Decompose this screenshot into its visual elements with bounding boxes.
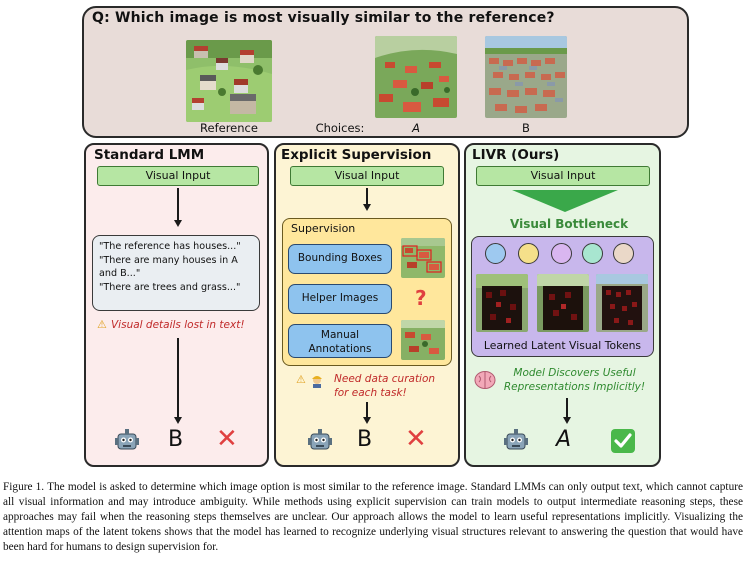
implicit-note: Model Discovers Useful Representations I… — [503, 367, 646, 393]
arrow — [177, 338, 179, 418]
arrow-head — [174, 417, 182, 424]
arrow — [366, 402, 368, 418]
reference-image — [186, 40, 272, 122]
robot-icon — [114, 427, 140, 457]
attention-map — [596, 274, 648, 332]
question-text: Q: Which image is most visually similar … — [92, 10, 555, 26]
choice-a-caption: A — [412, 121, 420, 135]
robot-icon — [307, 427, 333, 457]
attention-map — [537, 274, 589, 332]
figure-caption: Figure 1. The model is asked to determin… — [3, 481, 743, 553]
choice-a-image — [375, 36, 457, 118]
cross-icon: ✕ — [216, 424, 238, 454]
manual-annotations-item: Manual Annotations — [288, 324, 392, 358]
warning-icon: ⚠ — [296, 373, 306, 386]
choice-b-image — [485, 36, 567, 118]
choices-caption: Choices: — [315, 121, 365, 135]
visual-input-box: Visual Input — [97, 166, 259, 186]
latent-label: Learned Latent Visual Tokens — [483, 339, 642, 352]
latent-token — [613, 243, 634, 264]
check-icon — [610, 428, 636, 458]
worker-icon — [310, 373, 324, 392]
text-reasoning-box: "The reference has houses..." "There are… — [92, 235, 260, 311]
quote-line: "There are many houses in A and B..." — [99, 254, 238, 280]
latent-token — [485, 243, 506, 264]
visual-input-box: Visual Input — [476, 166, 650, 186]
annotation-example-image — [401, 320, 445, 360]
helper-images-item: Helper Images — [288, 284, 392, 314]
brain-icon — [474, 370, 496, 394]
cross-icon: ✕ — [405, 424, 427, 454]
livr-title: LIVR (Ours) — [472, 147, 560, 163]
answer-text: A — [556, 427, 572, 452]
answer-text: B — [357, 427, 373, 452]
arrow — [177, 188, 179, 220]
lossy-warning: Visual details lost in text! — [111, 319, 245, 331]
arrow — [366, 188, 368, 204]
bounding-boxes-item: Bounding Boxes — [288, 244, 392, 274]
arrow-head — [174, 220, 182, 227]
bottleneck-funnel — [512, 190, 618, 216]
answer-text: B — [168, 427, 184, 452]
robot-icon — [503, 427, 529, 457]
warning-icon: ⚠ — [97, 318, 107, 331]
arrow-head — [363, 204, 371, 211]
choice-b-caption: B — [522, 121, 530, 135]
latent-token — [582, 243, 603, 264]
question-mark: ? — [415, 286, 427, 310]
visual-input-box: Visual Input — [290, 166, 444, 186]
bbox-example-image — [401, 238, 445, 278]
supervision-label: Supervision — [291, 222, 356, 235]
attention-map — [476, 274, 528, 332]
curation-warning: Need data curation for each task! — [334, 373, 436, 399]
arrow-head — [363, 417, 371, 424]
arrow-head — [563, 417, 571, 424]
latent-token — [551, 243, 572, 264]
latent-token — [518, 243, 539, 264]
bottleneck-label: Visual Bottleneck — [510, 217, 629, 231]
manual-annotations-label: Manual Annotations — [308, 329, 372, 355]
explicit-supervision-title: Explicit Supervision — [281, 147, 432, 163]
standard-lmm-title: Standard LMM — [94, 147, 205, 163]
arrow — [566, 398, 568, 418]
quote-line: "The reference has houses..." — [99, 241, 241, 252]
quote-line: "There are trees and grass..." — [99, 281, 241, 293]
reference-caption: Reference — [200, 121, 258, 135]
